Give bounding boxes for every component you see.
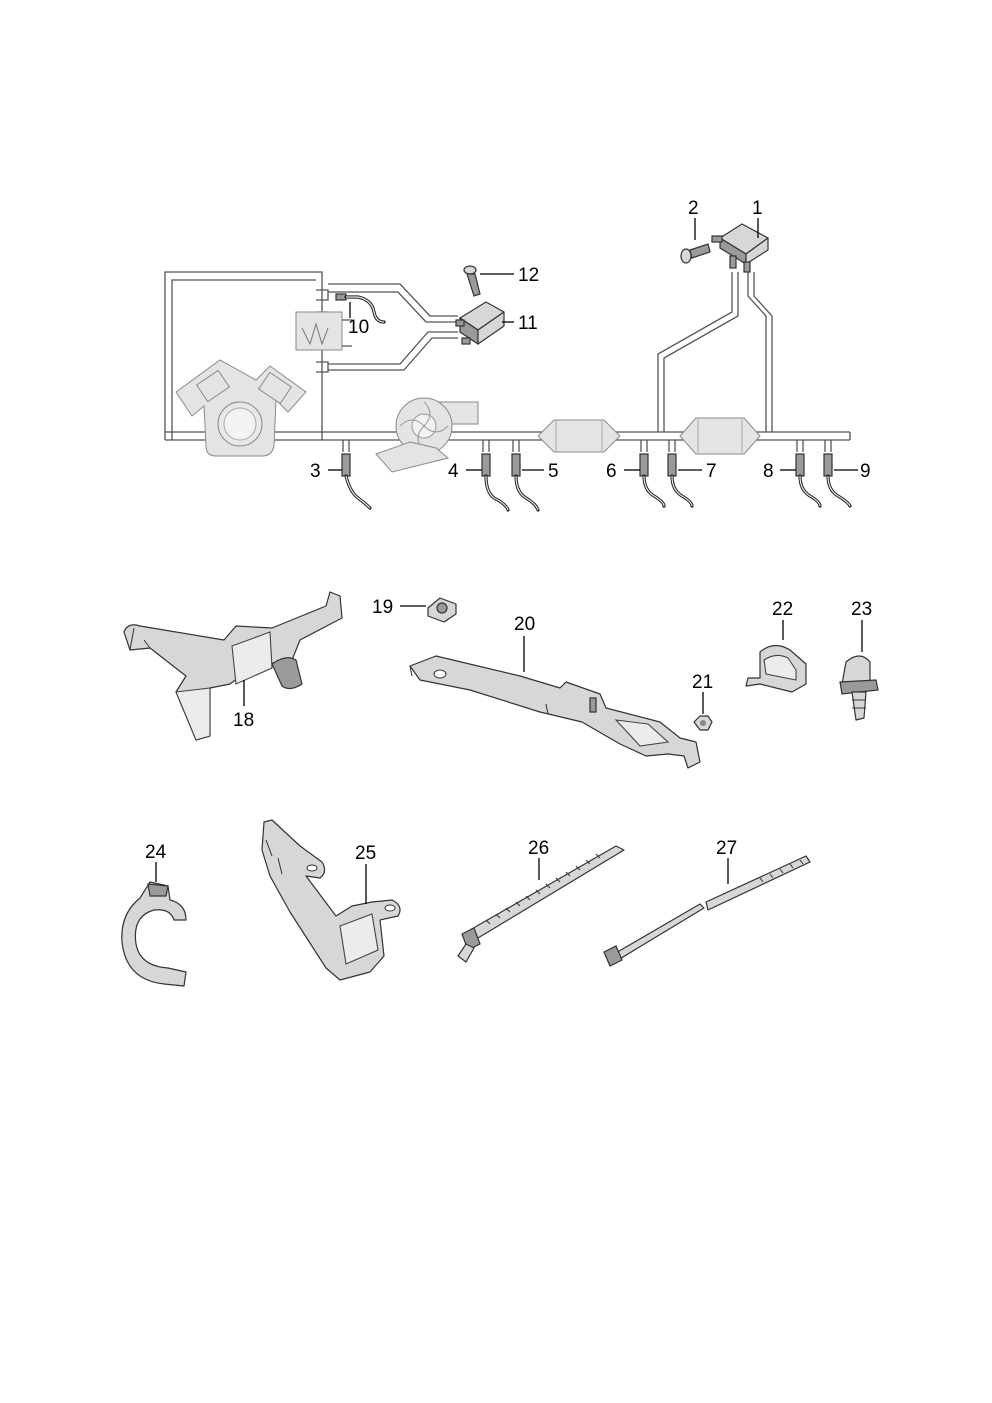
part-27-cable-tie (603, 855, 811, 967)
part-22-holder (745, 644, 807, 693)
part-23-spreader-clip (839, 655, 879, 721)
temp-sensor-6 (639, 453, 666, 508)
part-10-hose (335, 293, 386, 324)
callout-24: 24 (145, 842, 167, 863)
callout-11: 11 (518, 313, 538, 334)
part-25-heat-shield (261, 819, 401, 981)
callout-5: 5 (548, 461, 559, 482)
part-11-pressure-sensor (455, 301, 505, 346)
part-18-bracket (123, 591, 343, 741)
callout-6: 6 (606, 461, 617, 482)
part-12-bolt (463, 265, 481, 297)
callout-22: 22 (772, 599, 793, 620)
intercooler-shape (295, 311, 343, 351)
leader-lines (155, 218, 863, 904)
temp-sensor-4 (481, 453, 510, 512)
callout-4: 4 (448, 461, 459, 482)
callout-3: 3 (310, 461, 321, 482)
callout-26: 26 (528, 838, 549, 859)
turbocharger-shape (375, 397, 479, 473)
part-21-nut (693, 715, 713, 731)
callout-19: 19 (372, 597, 393, 618)
callout-8: 8 (763, 461, 774, 482)
exhaust-schematic (164, 271, 851, 473)
temp-sensor-7 (667, 453, 694, 508)
part-20-long-bracket (409, 655, 701, 769)
part-24-hose-clip (121, 881, 187, 987)
callout-25: 25 (355, 843, 376, 864)
part-2-bolt (680, 243, 711, 264)
callout-20: 20 (514, 614, 535, 635)
callout-21: 21 (692, 672, 713, 693)
temp-sensor-3 (341, 453, 372, 510)
callout-12: 12 (518, 265, 539, 286)
callout-labels: 1 2 3 4 5 6 7 8 9 10 11 12 18 19 20 21 2… (145, 198, 872, 864)
callout-10: 10 (348, 317, 369, 338)
callout-18: 18 (233, 710, 254, 731)
catalytic-converter-2 (679, 417, 761, 455)
part-19-clip-nut (427, 597, 457, 623)
temp-sensor-8 (795, 453, 822, 508)
catalytic-converter-1 (537, 419, 621, 453)
part-1-pressure-sensor (711, 223, 769, 273)
temp-sensor-5 (511, 453, 540, 512)
temp-sensor-9 (823, 453, 852, 508)
callout-2: 2 (688, 198, 699, 219)
callout-23: 23 (851, 599, 872, 620)
exhaust-temperature-sensors (341, 453, 852, 512)
callout-9: 9 (860, 461, 871, 482)
callout-7: 7 (706, 461, 717, 482)
callout-1: 1 (752, 198, 763, 219)
part-26-cable-tie (457, 845, 625, 963)
engine-block-shape (175, 359, 307, 457)
callout-27: 27 (716, 838, 737, 859)
